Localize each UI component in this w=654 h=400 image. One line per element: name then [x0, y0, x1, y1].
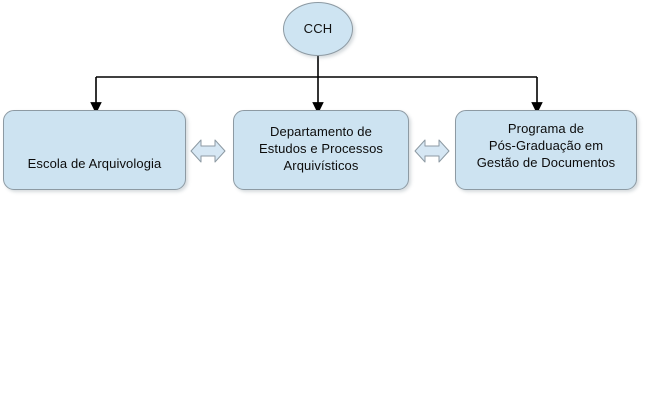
node-cch[interactable]: CCH [283, 2, 353, 56]
node-escola-label: Escola de Arquivologia [27, 156, 162, 171]
node-cch-label: CCH [303, 21, 333, 36]
node-departamento-estudos-processos-arquivisticos[interactable]: Departamento de Estudos e Processos Arqu… [233, 110, 409, 190]
node-departamento-label: Departamento de Estudos e Processos Arqu… [258, 124, 384, 173]
node-escola-de-arquivologia[interactable]: Escola de Arquivologia [3, 110, 186, 190]
double-headed-arrow-icon-departamento-ppg [414, 139, 450, 163]
node-ppg-label: Programa de Pós-Graduação em Gestão de D… [476, 121, 616, 170]
double-headed-arrow-icon-escola-departamento [190, 139, 226, 163]
node-programa-pos-graduacao-gestao-documentos[interactable]: Programa de Pós-Graduação em Gestão de D… [455, 110, 637, 190]
